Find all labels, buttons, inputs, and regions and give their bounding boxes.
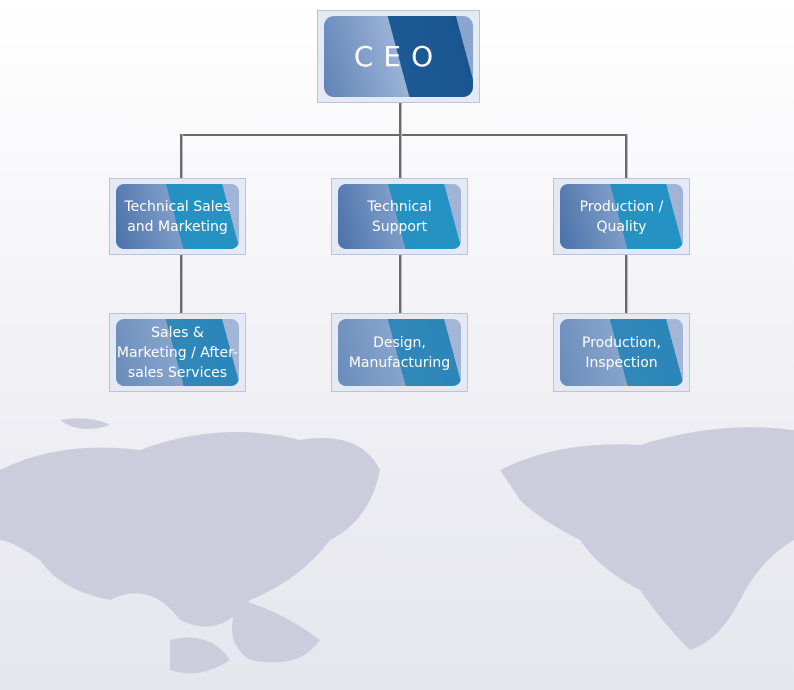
ceo-label: CEO (353, 39, 444, 73)
dept-technical-sales: Technical Sales and Marketing (109, 178, 246, 255)
connector-line (399, 103, 401, 136)
team-production-inspection: Production, Inspection (553, 313, 690, 392)
dept-production-quality: Production / Quality (553, 178, 690, 255)
team-label: Design, Manufacturing (348, 334, 451, 371)
ceo-box: CEO (317, 10, 480, 103)
dept-technical-support: Technical Support (331, 178, 468, 255)
team-sales-marketing: Sales & Marketing / After-sales Services (109, 313, 246, 392)
team-label: Production, Inspection (582, 334, 661, 371)
team-label: Sales & Marketing / After-sales Services (116, 324, 239, 381)
dept-label: Technical Support (367, 198, 432, 235)
connector-line (180, 134, 627, 136)
team-design-manufacturing: Design, Manufacturing (331, 313, 468, 392)
dept-label: Technical Sales and Marketing (124, 198, 231, 235)
dept-label: Production / Quality (579, 198, 664, 235)
